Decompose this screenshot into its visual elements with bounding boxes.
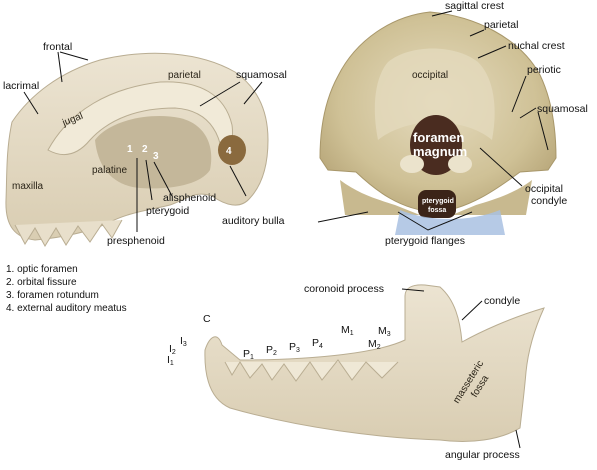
label-parietal-lateral: parietal	[168, 70, 201, 81]
legend-item-3: 3. foramen rotundum	[6, 290, 99, 301]
leader-auditory-bulla-posterior	[317, 211, 369, 223]
label-pterygoid-fossa-2: fossa	[428, 207, 446, 214]
tooth-i1: I1	[167, 354, 174, 367]
label-magnum: magnum	[413, 144, 467, 159]
legend-item-1: 1. optic foramen	[6, 264, 78, 275]
leader-periotic	[511, 75, 527, 113]
label-presphenoid: presphenoid	[107, 235, 165, 247]
label-condyle: condyle	[484, 295, 520, 307]
label-nuchal-crest: nuchal crest	[508, 40, 565, 52]
tooth-p1: P1	[243, 348, 254, 361]
leader-angular-process	[515, 429, 521, 449]
label-sagittal-crest: sagittal crest	[445, 0, 504, 12]
leader-pterygoid	[145, 159, 153, 201]
tooth-i2: I2	[169, 343, 176, 356]
label-occipital-condyle-1: occipital	[525, 183, 563, 195]
leader-lacrimal	[23, 91, 39, 115]
tooth-m3: M3	[378, 325, 391, 338]
label-angular-process: angular process	[445, 449, 520, 461]
leader-alisphenoid	[153, 161, 173, 197]
leader-parietal-posterior	[469, 29, 485, 37]
label-squamosal-posterior: squamosal	[537, 103, 588, 115]
label-parietal-posterior: parietal	[484, 19, 518, 31]
tooth-p3: P3	[289, 341, 300, 354]
marker-4: 4	[226, 146, 232, 157]
tooth-i3: I3	[180, 335, 187, 348]
label-lacrimal: lacrimal	[3, 80, 39, 92]
leader-occipital-condyle	[479, 147, 523, 187]
mandible	[204, 284, 545, 442]
legend-item-2: 2. orbital fissure	[6, 277, 77, 288]
tooth-p2: P2	[266, 344, 277, 357]
tooth-c: C	[203, 313, 211, 325]
marker-2: 2	[142, 144, 148, 155]
leader-coronoid-process	[401, 288, 425, 292]
leader-squamosal-posterior-1	[519, 107, 537, 119]
label-occipital: occipital	[412, 70, 448, 81]
label-occipital-condyle-2: condyle	[531, 195, 567, 207]
label-maxilla: maxilla	[12, 181, 44, 192]
leader-sagittal-crest	[431, 10, 453, 17]
marker-3: 3	[153, 151, 159, 162]
leader-squamosal-2	[243, 81, 263, 105]
leader-pterygoid-flanges	[397, 211, 473, 231]
leader-squamosal-posterior-2	[537, 111, 549, 151]
leader-frontal-2	[57, 51, 63, 83]
label-pterygoid-fossa-1: pterygoid	[422, 198, 454, 205]
label-pterygoid-flanges: pterygoid flanges	[385, 235, 465, 247]
leader-auditory-bulla	[229, 165, 247, 197]
posterior-skull	[319, 11, 557, 235]
label-periotic: periotic	[527, 64, 561, 76]
tooth-p4: P4	[312, 337, 323, 350]
label-squamosal-lateral: squamosal	[236, 69, 287, 81]
label-frontal: frontal	[43, 41, 72, 53]
label-alisphenoid: alisphenoid	[163, 192, 216, 204]
leader-condyle	[461, 300, 483, 321]
leader-squamosal-1	[199, 81, 241, 107]
legend: 1. optic foramen 2. orbital fissure 3. f…	[6, 263, 127, 315]
tooth-m1: M1	[341, 324, 354, 337]
label-palatine: palatine	[92, 165, 127, 176]
lateral-skull	[5, 52, 269, 247]
label-foramen: foramen	[413, 130, 464, 145]
leader-nuchal-crest	[477, 45, 507, 59]
label-auditory-bulla: auditory bulla	[222, 215, 285, 227]
leader-frontal-1	[59, 51, 89, 61]
legend-item-4: 4. external auditory meatus	[6, 303, 127, 314]
marker-1: 1	[127, 144, 133, 155]
tooth-m2: M2	[368, 338, 381, 351]
label-coronoid-process: coronoid process	[304, 283, 384, 295]
label-pterygoid-lateral: pterygoid	[146, 205, 189, 217]
